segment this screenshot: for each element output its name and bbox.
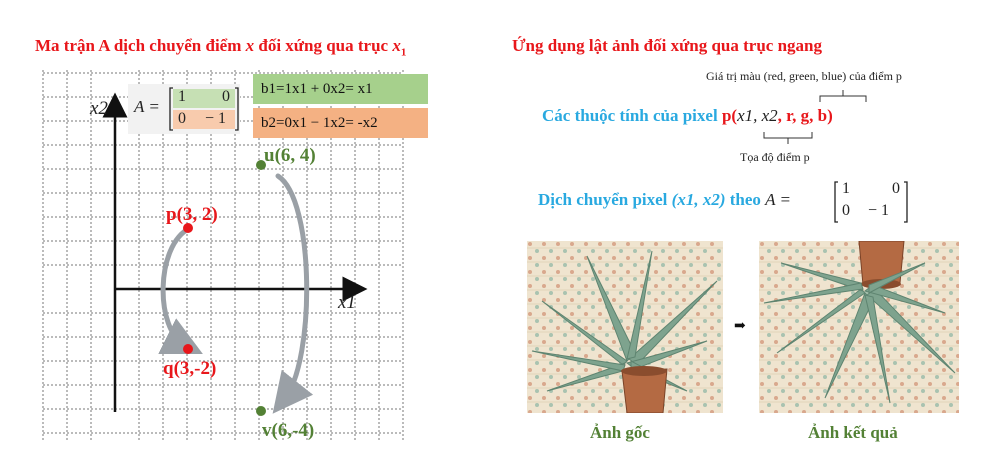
label-v: v(6,-4) [262,420,315,441]
pixel-expr-x: x1, x2 [737,106,778,125]
right-title: Ứng dụng lật ảnh đối xứng qua trục ngang [512,36,823,55]
move-theo: theo [729,190,761,209]
caption-original: Ảnh gốc [590,423,650,442]
move-matrix-r1c1: 1 [842,180,850,197]
matrix-a-r2c2: − 1 [205,110,227,127]
caption-result: Ảnh kết quả [808,423,898,442]
left-title-axis-sub: 1 [400,46,407,59]
move-vars: (x1, x2) [671,190,726,209]
coord-brace [763,132,813,144]
move-label: Dịch chuyển pixel [538,190,668,209]
label-p: p(3, 2) [166,204,218,225]
equation-b1-text: b1=1x1 + 0x2= x1 [261,81,373,97]
coord-note: Tọa độ điểm p [740,150,810,164]
move-matrix-r1c2: 0 [892,180,900,197]
x-axis-label: x1 [338,292,356,314]
equation-b2-text: b2=0x1 − 1x2= -x2 [261,115,378,131]
color-brace [819,90,867,102]
move-matrix-name: A = [765,190,791,209]
matrix-a-name: A = [134,97,160,116]
matrix-a-r2c1: 0 [178,110,186,127]
point-p [183,223,193,233]
move-matrix-r2c1: 0 [842,202,850,219]
arrow-right-icon: ➡ [734,319,746,334]
move-line: Dịch chuyển pixel (x1, x2) theo A = [538,190,791,210]
result-photo [759,241,959,413]
x-axis-label-text: x1 [338,292,356,313]
left-title: Ma trận A dịch chuyển điểm x đối xứng qu… [35,36,406,58]
arc-u-to-v [272,173,314,414]
pixel-expr-p: p( [721,106,738,125]
move-matrix-brackets [834,181,908,223]
y-axis-label-text: x2 [90,98,108,119]
matrix-a-r1c2: 0 [222,88,230,105]
equation-b2: b2=0x1 − 1x2= -x2 [253,108,428,138]
matrix-a-brackets [169,87,239,131]
left-title-text: Ma trận A dịch chuyển điểm [35,36,242,55]
point-v [256,406,266,416]
label-u: u(6, 4) [264,145,316,166]
label-q: q(3,-2) [163,358,217,379]
matrix-a-r1c1: 1 [178,88,186,105]
pixel-expr-rgb: , r, g, b) [777,106,833,125]
left-title-axis: x [392,36,401,55]
original-photo [527,241,723,413]
left-title-text2: đối xứng qua trục [258,36,389,55]
pixel-props-line: Các thuộc tính của pixel p(x1, x2, r, g,… [542,106,833,126]
pixel-props-label: Các thuộc tính của pixel [542,106,718,125]
move-matrix-r2c2: − 1 [868,202,890,219]
coordinate-graph [42,70,404,442]
point-q [183,344,193,354]
color-note: Giá trị màu (red, green, blue) của điểm … [706,69,902,83]
y-axis-label: x2 [90,98,108,120]
arc-p-to-q [158,225,203,354]
point-u [256,160,266,170]
left-title-var: x [245,36,255,55]
equation-b1: b1=1x1 + 0x2= x1 [253,74,428,104]
